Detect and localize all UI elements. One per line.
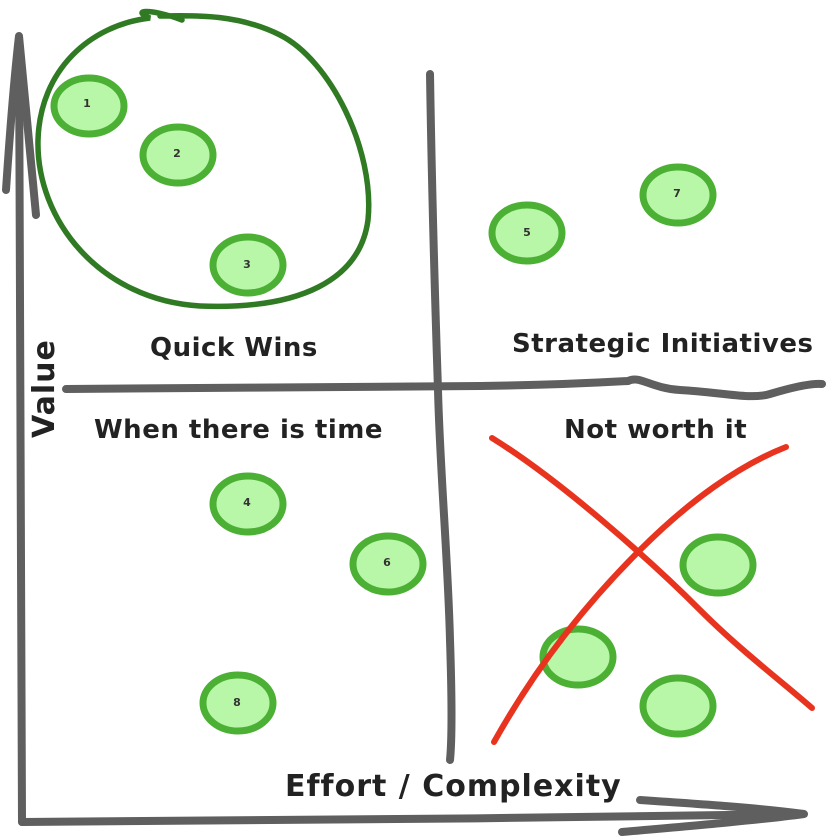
item-node-8[interactable]: 8 <box>199 671 277 735</box>
item-node-5-label: 5 <box>523 226 531 239</box>
item-node-1[interactable]: 1 <box>50 74 128 138</box>
x-axis-label: Effort / Complexity <box>285 769 622 804</box>
x-axis-arrowhead <box>618 796 808 836</box>
vertical-divider <box>426 70 456 764</box>
quadrant-label-strategic-initiatives: Strategic Initiatives <box>512 329 813 359</box>
y-axis-arrowhead <box>2 32 40 219</box>
item-node-3[interactable]: 3 <box>209 233 287 297</box>
item-node-7-label: 7 <box>673 187 681 200</box>
quadrant-label-not-worth-it: Not worth it <box>564 415 747 445</box>
not-worth-it-cross-icon <box>489 435 815 745</box>
item-node-2-label: 2 <box>173 147 181 160</box>
item-node-6[interactable]: 6 <box>349 532 427 596</box>
quick-wins-highlight-circle <box>35 8 372 310</box>
item-node-1-label: 1 <box>83 97 91 110</box>
x-axis <box>18 796 808 836</box>
horizontal-divider <box>62 375 826 401</box>
item-node-4[interactable]: 4 <box>209 472 287 536</box>
item-node-2[interactable]: 2 <box>139 123 217 187</box>
item-node-5[interactable]: 5 <box>488 201 566 265</box>
quadrant-label-when-there-is-time: When there is time <box>94 415 383 445</box>
item-node-8-label: 8 <box>233 696 241 709</box>
item-node-6-label: 6 <box>383 556 391 569</box>
quadrant-label-quick-wins: Quick Wins <box>150 333 318 363</box>
item-node-3-label: 3 <box>243 258 251 271</box>
item-node-4-label: 4 <box>243 496 251 509</box>
y-axis-label: Value <box>27 339 62 438</box>
y-axis <box>2 32 40 826</box>
item-node-7[interactable]: 7 <box>639 163 717 227</box>
item-node-unlabeled-2[interactable] <box>539 625 617 689</box>
item-node-unlabeled-1[interactable] <box>679 533 757 597</box>
item-node-unlabeled-3[interactable] <box>639 674 717 738</box>
